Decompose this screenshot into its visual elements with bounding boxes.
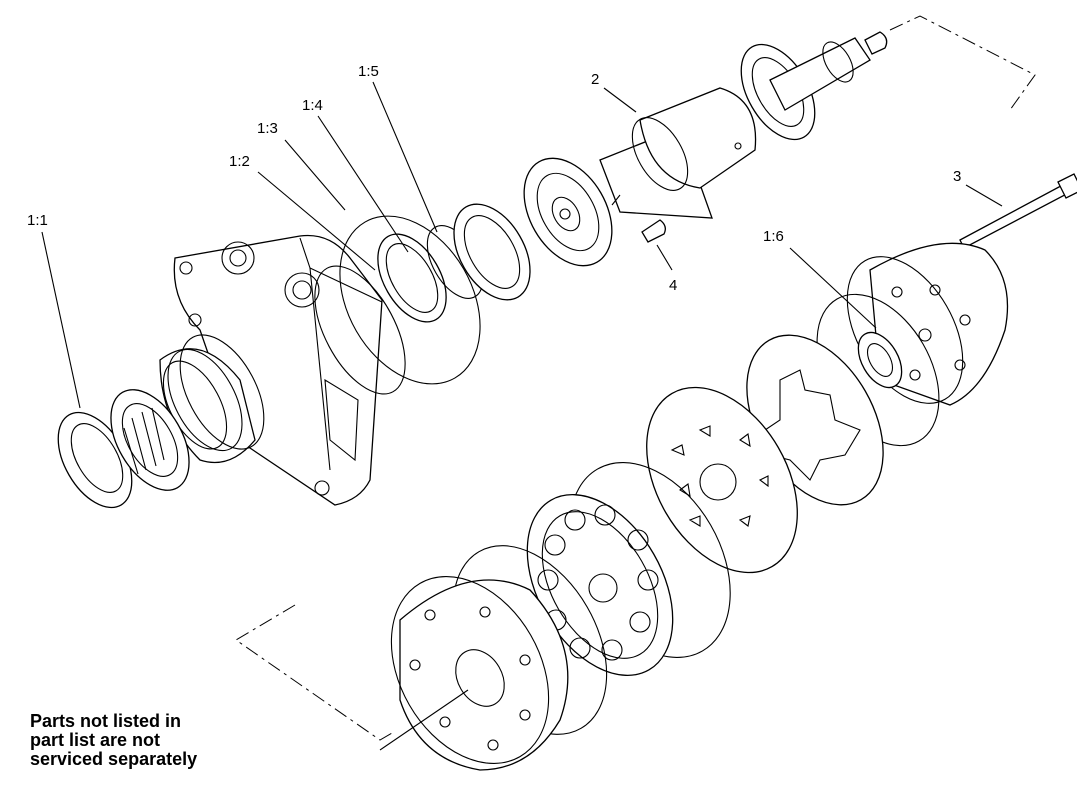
service-note-line-2: part list are not xyxy=(30,730,161,750)
service-note-line-3: serviced separately xyxy=(30,749,198,769)
drive-gear xyxy=(740,31,888,141)
axis-line-lower xyxy=(235,604,393,741)
label-1-1: 1:1 xyxy=(27,212,48,229)
leader-1-5 xyxy=(372,81,438,233)
label-3: 3 xyxy=(953,168,961,185)
label-1-2: 1:2 xyxy=(229,153,250,170)
service-note-line-1: Parts not listed in xyxy=(30,711,182,731)
leader-1-4 xyxy=(317,115,409,253)
part-3-bolt xyxy=(959,173,1077,249)
part-4-key xyxy=(641,219,666,243)
seal-rings xyxy=(339,203,531,385)
label-1-5: 1:5 xyxy=(358,63,379,80)
leader-front xyxy=(379,689,469,751)
label-1-4: 1:4 xyxy=(302,97,323,114)
leader-1-1 xyxy=(41,231,81,409)
service-note: Parts not listed in part list are not se… xyxy=(30,712,270,769)
needle-bearing xyxy=(110,389,190,491)
end-cover xyxy=(846,242,1009,406)
label-4: 4 xyxy=(669,277,677,294)
front-end-plate xyxy=(390,545,608,771)
label-2: 2 xyxy=(591,71,599,88)
leader-4 xyxy=(656,244,673,271)
part-2-output-shaft xyxy=(599,87,757,219)
axis-line-upper xyxy=(889,15,1036,111)
leader-1-6 xyxy=(789,247,877,329)
thrust-bearing xyxy=(523,157,613,267)
leader-1-3 xyxy=(284,139,346,211)
leader-2 xyxy=(603,87,637,113)
label-1-6: 1:6 xyxy=(763,228,784,245)
motor-housing xyxy=(159,234,406,506)
leader-3 xyxy=(965,184,1003,207)
label-1-3: 1:3 xyxy=(257,120,278,137)
leader-1-2 xyxy=(257,171,376,271)
roller-wheel xyxy=(526,462,731,677)
manifold-plate xyxy=(646,386,798,574)
